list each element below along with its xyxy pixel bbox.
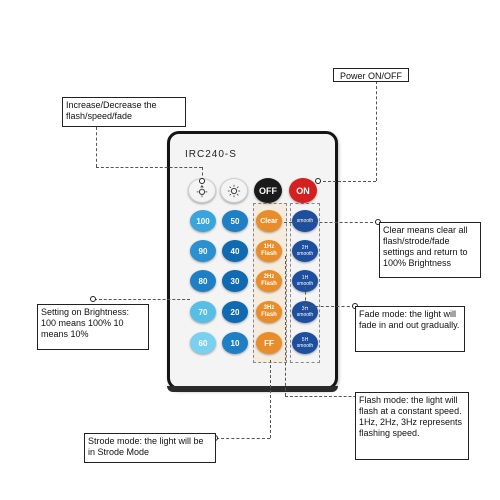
brightness-down-button[interactable]: [220, 178, 248, 203]
adjust-leader-v2: [202, 167, 203, 181]
power-leader: [376, 81, 377, 181]
clear-callout: Clear means clear all flash/strode/fade …: [379, 222, 481, 278]
brightness-dot: [90, 296, 96, 302]
brightness-80-button[interactable]: 80: [190, 270, 216, 292]
model-label: IRC240-S: [185, 149, 237, 160]
brightness-70-button[interactable]: 70: [190, 301, 216, 323]
flash-3hz-button[interactable]: 3Hz Flash: [256, 301, 282, 323]
power-callout: Power ON/OFF: [333, 68, 409, 82]
strode-callout: Strode mode: the light will be in Strode…: [84, 433, 216, 463]
remote-base: [167, 386, 338, 392]
strode-ff-button[interactable]: FF: [256, 332, 282, 354]
fade-1h-button[interactable]: 1H smooth: [292, 270, 318, 292]
strode-leader-h: [216, 438, 270, 439]
strode-leader-v: [270, 360, 271, 438]
off-button[interactable]: OFF: [254, 178, 282, 203]
brightness-10-button[interactable]: 10: [222, 332, 248, 354]
brightness-40-button[interactable]: 40: [222, 240, 248, 262]
brightness-callout: Setting on Brightness: 100 means 100% 10…: [37, 304, 149, 350]
fade-leader-v: [305, 286, 306, 306]
flash-callout: Flash mode: the light will flash at a co…: [355, 392, 469, 460]
brightness-100-button[interactable]: 100: [190, 210, 216, 232]
brightness-90-button[interactable]: 90: [190, 240, 216, 262]
fade-smooth-button[interactable]: smooth: [292, 210, 318, 232]
clear-button[interactable]: Clear: [256, 210, 282, 232]
brightness-20-button[interactable]: 20: [222, 301, 248, 323]
clear-leader: [284, 222, 378, 223]
fade-2h-button[interactable]: 2H smooth: [292, 240, 318, 262]
fade-column-frame: [290, 203, 320, 363]
flash-leader-h: [285, 396, 371, 397]
fade-callout: Fade mode: the light will fade in and ou…: [355, 306, 465, 352]
brightness-up-icon: [196, 184, 208, 197]
adjust-callout: Increase/Decrease the flash/speed/fade: [62, 97, 186, 127]
adjust-dot: [199, 178, 205, 184]
brightness-30-button[interactable]: 30: [222, 270, 248, 292]
flash-2hz-button[interactable]: 2Hz Flash: [256, 270, 282, 292]
flash-leader-v: [285, 256, 286, 396]
fade-leader-h: [305, 306, 355, 307]
adjust-leader-v: [96, 127, 97, 167]
power-dot: [315, 178, 321, 184]
flash-1hz-button[interactable]: 1Hz Flash: [256, 240, 282, 262]
adjust-leader-h: [96, 167, 202, 168]
brightness-leader: [94, 299, 190, 300]
brightness-50-button[interactable]: 50: [222, 210, 248, 232]
brightness-down-icon: [227, 184, 241, 197]
brightness-60-button[interactable]: 60: [190, 332, 216, 354]
on-button[interactable]: ON: [289, 178, 317, 203]
fade-5h-button[interactable]: 5H smooth: [292, 332, 318, 354]
power-leader-h: [318, 181, 376, 182]
